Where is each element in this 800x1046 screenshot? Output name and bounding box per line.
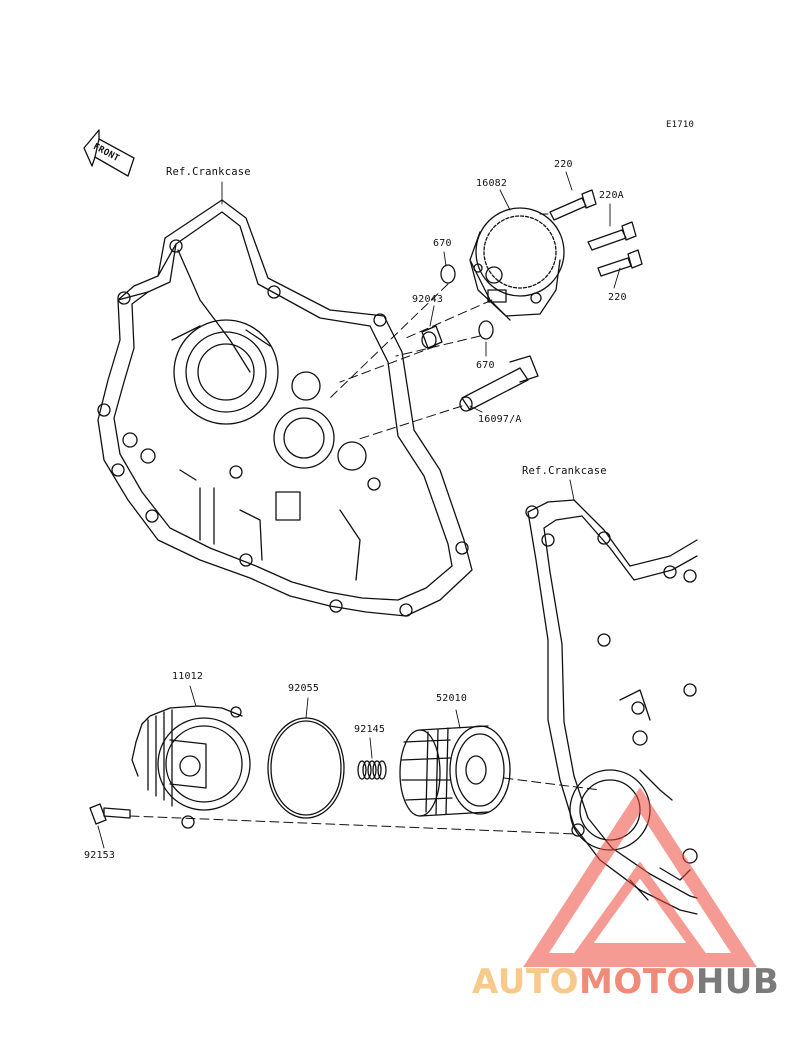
label-92055: 92055: [288, 683, 320, 694]
label-16082: 16082: [476, 178, 508, 189]
label-92153: 92153: [84, 850, 116, 861]
watermark-auto: AUTO: [472, 962, 579, 1002]
oil-filter-52010: [399, 725, 511, 817]
o-ring-670-top: [440, 264, 456, 284]
dowel-pin-92043: [421, 325, 443, 349]
ref-crankcase-right: Ref.Crankcase: [522, 465, 607, 477]
label-52010: 52010: [436, 693, 468, 704]
label-670-top: 670: [433, 238, 452, 249]
bolt-220A: [587, 221, 637, 251]
label-220-top: 220: [554, 159, 573, 170]
o-ring-92055: [267, 717, 345, 819]
bolt-92153: [89, 803, 131, 825]
label-92043: 92043: [412, 294, 444, 305]
label-220A: 220A: [599, 190, 624, 201]
label-11012: 11012: [172, 671, 204, 682]
automotohub-logo-icon: [523, 787, 757, 967]
oil-filter-cover: [131, 705, 251, 829]
crankcase-left: [97, 199, 473, 617]
label-92145: 92145: [354, 724, 386, 735]
pump-shaft-16097: [459, 355, 539, 412]
spring-92145: [357, 760, 387, 780]
front-arrow-icon: [83, 129, 135, 177]
oil-pump: [469, 207, 565, 321]
watermark-hub: HUB: [695, 962, 780, 1002]
o-ring-670-bottom: [478, 320, 494, 340]
label-16097: 16097/A: [478, 414, 522, 425]
bolt-220-bottom: [597, 249, 643, 277]
label-670-bottom: 670: [476, 360, 495, 371]
label-220-bottom: 220: [608, 292, 627, 303]
watermark: AUTOMOTOHUB: [472, 962, 779, 1002]
diagram-code: E1710: [666, 120, 695, 130]
watermark-moto: MOTO: [578, 962, 696, 1002]
bolt-220-top: [549, 189, 597, 221]
ref-crankcase-top: Ref.Crankcase: [166, 166, 251, 178]
